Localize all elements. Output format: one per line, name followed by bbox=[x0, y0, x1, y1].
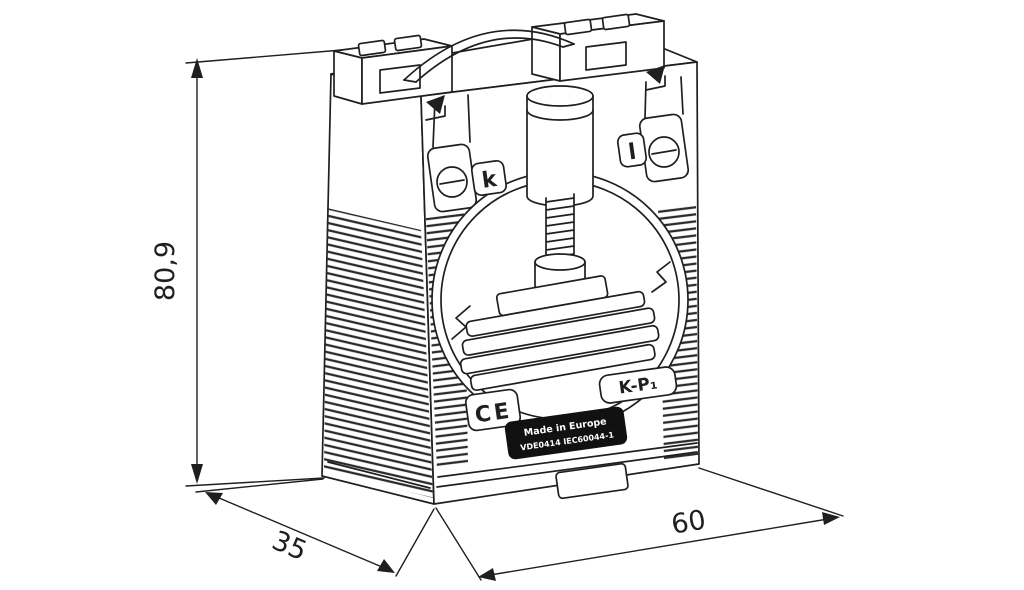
width-extension-right bbox=[698, 467, 844, 517]
arrow-bracket-left bbox=[425, 105, 446, 121]
origin-label-plate bbox=[504, 406, 628, 460]
terminal-block-left-side bbox=[333, 50, 363, 105]
screw-cylinder-body bbox=[526, 95, 594, 207]
base-seam-2 bbox=[437, 442, 698, 478]
width-dimension: 60 bbox=[435, 467, 844, 581]
arrow-glyph-right bbox=[646, 65, 665, 84]
terminal-label-k-box bbox=[470, 159, 508, 197]
model-label-box bbox=[598, 366, 678, 404]
clamp-foot-top bbox=[534, 253, 586, 271]
clamp-screw-assembly bbox=[526, 85, 594, 307]
din-rail-foot bbox=[555, 462, 629, 500]
terminal-label-l-box bbox=[616, 132, 648, 168]
base-seam-side bbox=[327, 461, 431, 489]
screw-cylinder-cap bbox=[526, 85, 594, 107]
height-arrow-bottom bbox=[191, 464, 203, 484]
depth-extension-right bbox=[395, 508, 435, 577]
depth-dimension-value: 35 bbox=[267, 525, 311, 567]
terminal-opening-left bbox=[379, 64, 421, 94]
terminal-slot-right-1 bbox=[563, 18, 593, 36]
screw-head-right bbox=[648, 136, 680, 168]
side-vent-ribs bbox=[324, 208, 433, 498]
terminal-slot-right-2 bbox=[601, 13, 631, 31]
terminal-block-right-side bbox=[531, 26, 561, 82]
terminal-label-k: k bbox=[470, 159, 508, 197]
screw-housing-right bbox=[638, 113, 690, 183]
screw-slot-left bbox=[439, 179, 465, 185]
base-seam-1 bbox=[436, 451, 698, 488]
origin-label: Made in Europe VDE0414 IEC60044-1 bbox=[504, 406, 628, 460]
handle-arch bbox=[403, 29, 575, 83]
height-extension-top bbox=[185, 49, 343, 64]
lamination-4 bbox=[469, 343, 656, 392]
depth-arrow-right bbox=[377, 559, 395, 573]
width-extension-left bbox=[435, 507, 482, 581]
screw-funnel-right-a bbox=[644, 81, 647, 119]
spring-mask bbox=[546, 194, 574, 258]
depth-dimension-line bbox=[211, 494, 390, 571]
terminal-opening-right bbox=[585, 41, 627, 71]
width-arrow-right bbox=[822, 512, 840, 525]
ce-mark-box bbox=[464, 388, 522, 432]
terminal-label-k-text: k bbox=[480, 167, 499, 194]
height-dimension: 80,9 bbox=[150, 49, 343, 487]
device: k l CE K-P₁ Made in Europe VDE0414 IEC60… bbox=[321, 13, 700, 505]
ce-mark-text: CE bbox=[473, 398, 513, 428]
screw-housing-left bbox=[426, 143, 478, 213]
handle-arch-end-right bbox=[562, 43, 575, 48]
spring-coils bbox=[545, 193, 575, 259]
terminal-slot-left-1 bbox=[357, 39, 387, 57]
terminal-block-left bbox=[333, 34, 453, 105]
lamination-2 bbox=[461, 307, 656, 356]
depth-arrow-left bbox=[205, 492, 223, 505]
height-arrow-top bbox=[191, 58, 203, 78]
ce-mark: CE bbox=[464, 388, 522, 432]
width-arrow-left bbox=[478, 568, 496, 581]
lamination-3 bbox=[459, 324, 660, 375]
direction-arrow-right bbox=[645, 65, 666, 91]
screw-slot-right bbox=[651, 149, 677, 155]
lamination-1 bbox=[465, 290, 646, 337]
screw-head-left bbox=[436, 166, 468, 198]
terminal-label-l: l bbox=[616, 132, 648, 168]
molding-steps-right bbox=[651, 261, 671, 293]
width-dimension-line bbox=[483, 517, 835, 577]
terminal-slot-left-2 bbox=[393, 34, 423, 52]
arrow-glyph-left bbox=[426, 95, 445, 114]
terminal-block-right bbox=[531, 13, 665, 82]
height-dimension-value: 80,9 bbox=[150, 241, 181, 301]
arrow-bracket-right bbox=[645, 75, 666, 91]
screw-funnel-left-b bbox=[467, 94, 471, 143]
handle-arch-inner bbox=[415, 37, 564, 83]
handle-arch-end-left bbox=[403, 79, 417, 83]
molding-steps-left bbox=[451, 305, 471, 340]
width-dimension-value: 60 bbox=[669, 505, 708, 541]
depth-extension-left bbox=[195, 478, 324, 493]
direction-arrow-left bbox=[425, 95, 446, 121]
terminal-label-l-text: l bbox=[627, 140, 638, 166]
screw-funnel-right-b bbox=[680, 76, 684, 115]
height-extension-bottom bbox=[185, 477, 325, 487]
screw-cylinder-band bbox=[526, 109, 594, 121]
model-label: K-P₁ bbox=[598, 366, 678, 404]
handle-arch-outer bbox=[403, 29, 575, 81]
terminal-block-left-front bbox=[361, 45, 453, 105]
core-laminations bbox=[459, 275, 660, 392]
